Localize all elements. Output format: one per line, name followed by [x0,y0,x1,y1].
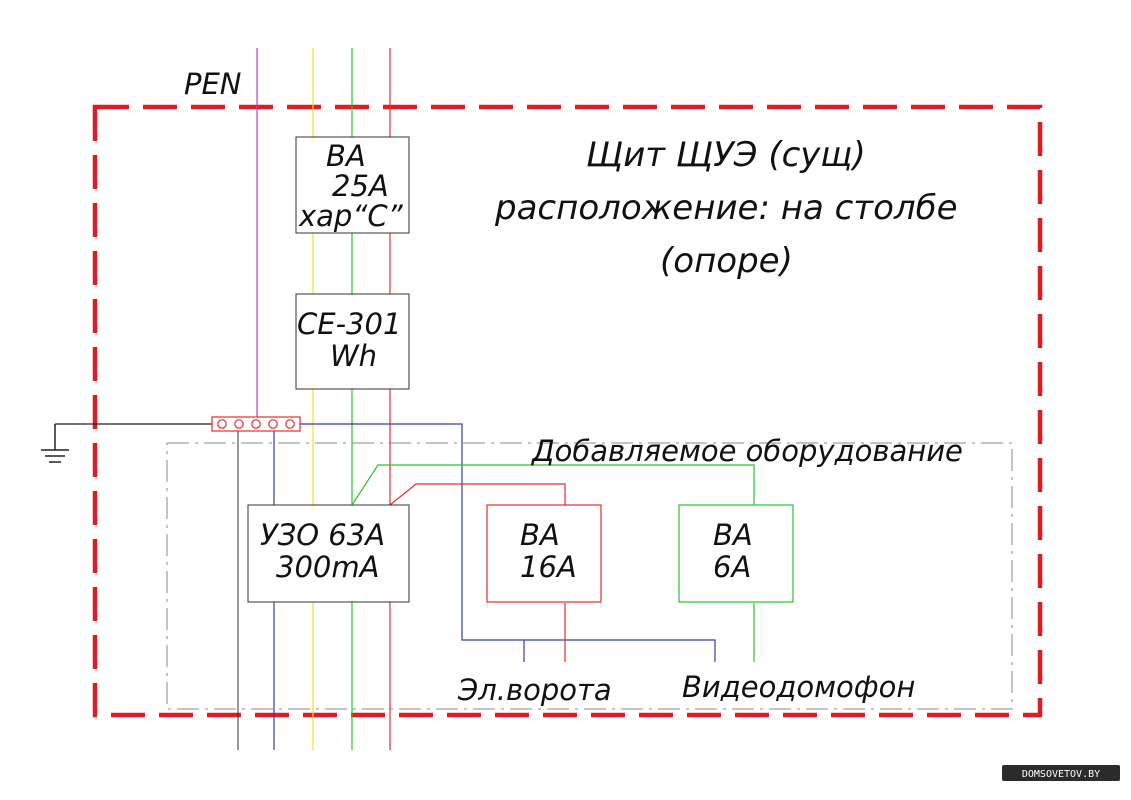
breaker-16a: ВА 16А [486,504,602,603]
breaker-16a-line1: ВА [520,518,560,552]
label-out-gate: Эл.ворота [457,673,612,707]
wire-phase-6a [351,464,755,506]
breaker-6a-line2: 6А [713,550,751,584]
meter-line1: СЕ-301 [297,307,401,341]
breaker-16a-line2: 16А [520,550,577,584]
ground-icon [41,424,69,463]
watermark-badge: DOMSOVETOV.BY [1002,765,1120,781]
terminal-block-icon [211,416,301,432]
rcd-line1: УЗО 63А [260,518,385,552]
breaker-main: ВА 25А хар“С” [295,136,410,234]
title-line1: Щит ЩУЭ (сущ) [586,135,866,175]
title-line3: (опоре) [660,241,793,281]
breaker-main-line3: хар“С” [298,199,404,233]
rcd: УЗО 63А 300mA [247,504,410,603]
label-out-intercom: Видеодомофон [682,670,915,704]
breaker-6a: ВА 6А [678,504,794,603]
watermark-text: DOMSOVETOV.BY [1022,769,1100,780]
label-added-equipment: Добавляемое оборудование [530,434,963,468]
panel-boundary-added [166,442,1013,710]
meter: СЕ-301 Wh [295,293,410,390]
rcd-line2: 300mA [276,550,379,584]
label-pen: PEN [184,67,242,101]
wire-n-branch [300,423,716,662]
meter-line2: Wh [330,339,377,373]
breaker-6a-line1: ВА [713,518,753,552]
panel-boundary-existing [92,104,1043,718]
breaker-main-line2: 25А [332,169,389,203]
wire-phase-16a [389,483,566,506]
breaker-main-line1: ВА [326,139,366,173]
title-line2: расположение: на столбе [494,188,958,228]
